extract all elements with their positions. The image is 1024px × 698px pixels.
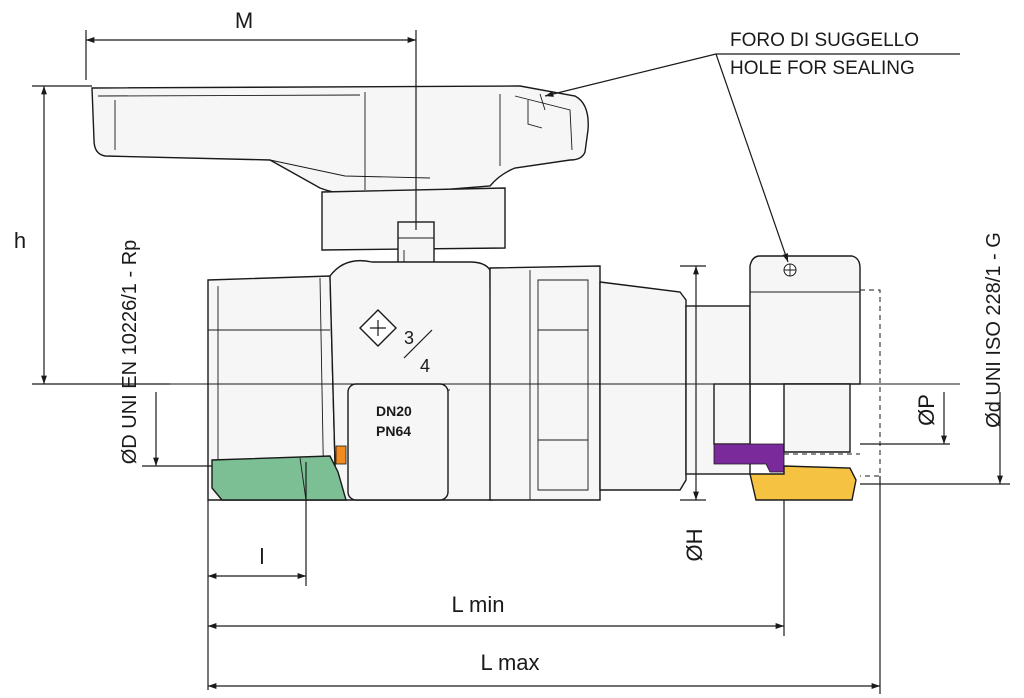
dim-l-label: l xyxy=(260,544,265,569)
lever-handle xyxy=(91,85,589,195)
union-nut xyxy=(749,255,861,385)
dim-lmax-label: L max xyxy=(480,650,539,675)
marking-dn: DN20 xyxy=(376,403,412,419)
dim-h-label: h xyxy=(14,228,26,253)
orange-seal xyxy=(335,445,347,465)
callout-line1: FORO DI SUGGELLO xyxy=(730,30,919,51)
dim-dp-label: ØP xyxy=(914,394,939,426)
size-denominator: 4 xyxy=(420,356,430,376)
thread-right-label: Ød UNI ISO 228/1 - G xyxy=(983,232,1005,428)
dim-lmin-label: L min xyxy=(452,592,505,617)
callout-line2: HOLE FOR SEALING xyxy=(730,58,915,79)
yellow-nut xyxy=(749,465,857,501)
thread-left-label: ØD UNI EN 10226/1 - Rp xyxy=(119,240,141,465)
green-thread-area xyxy=(211,455,347,501)
marking-pn: PN64 xyxy=(376,423,411,439)
dim-dh-label: ØH xyxy=(682,529,707,562)
size-numerator: 3 xyxy=(404,328,414,348)
dim-m-label: M xyxy=(235,8,253,33)
logo-icon xyxy=(359,309,397,347)
